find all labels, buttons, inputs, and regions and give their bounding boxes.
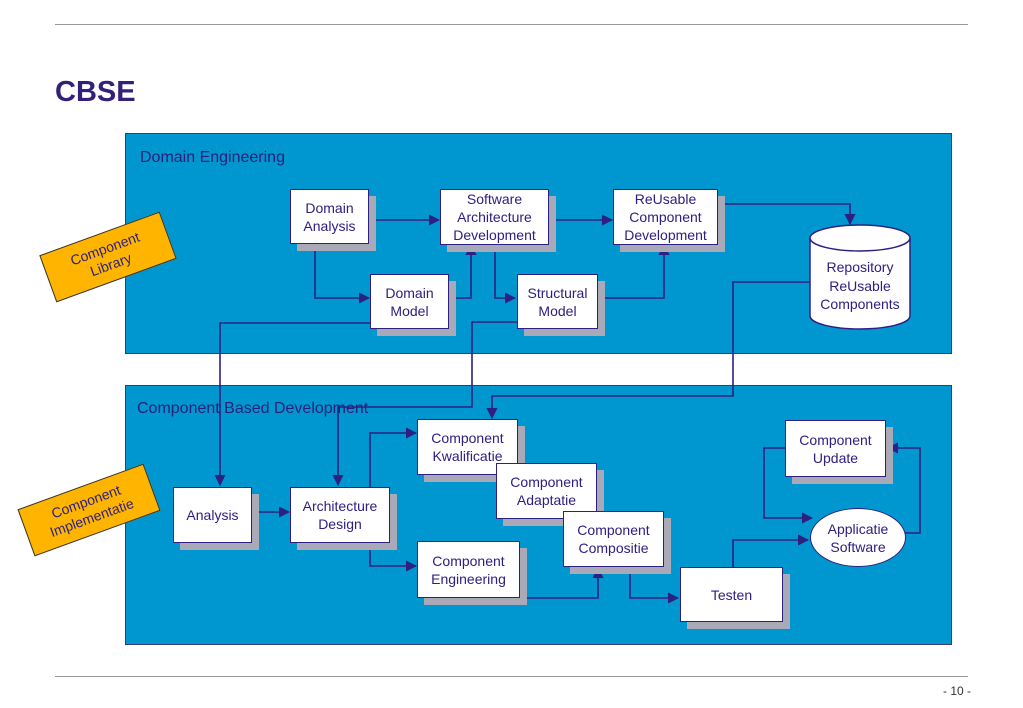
architecture-design-box: Architecture Design — [290, 487, 390, 543]
domain-model-line-2: Model — [390, 302, 429, 319]
reusable-component-line-1: ReUsable — [634, 191, 697, 207]
repository-line-3: Components — [820, 296, 900, 312]
testen-box: Testen — [680, 567, 783, 622]
component-kwalificatie-line-1: Component — [431, 430, 504, 446]
component-engineering-line-1: Component — [432, 552, 505, 569]
applicatie-software-line-2: Software — [830, 538, 886, 555]
domain-analysis-line-1: Domain — [305, 199, 354, 216]
architecture-design-line-1: Architecture — [302, 498, 378, 514]
domain-analysis-box: Domain Analysis — [290, 189, 369, 244]
analysis-line-1: Analysis — [186, 507, 239, 523]
component-compositie-line-1: Component — [577, 522, 650, 538]
structural-model-line-2: Model — [538, 302, 577, 319]
component-kwalificatie-box: Component Kwalificatie — [417, 419, 518, 475]
component-update-box: Component Update — [785, 420, 886, 477]
repository-line-2: ReUsable — [829, 277, 891, 294]
component-compositie-box: Component Compositie — [563, 511, 664, 567]
domain-engineering-title: Domain Engineering — [140, 149, 285, 166]
component-adaptatie-box: Component Adaptatie — [496, 463, 597, 519]
component-compositie-line-2: Compositie — [578, 540, 649, 556]
structural-model-box: Structural Model — [517, 274, 598, 329]
component-engineering-box: Component Engineering — [417, 541, 520, 598]
component-adaptatie-line-1: Component — [510, 474, 583, 490]
software-architecture-line-1: Software — [466, 191, 523, 207]
top-rule — [55, 24, 968, 25]
applicatie-software-line-1: Applicatie — [827, 520, 889, 537]
reusable-component-box: ReUsable Component Development — [613, 189, 718, 245]
repository-label: Repository ReUsable Components — [810, 258, 910, 314]
software-architecture-box: Software Architecture Development — [440, 189, 549, 245]
component-update-line-2: Update — [812, 449, 859, 466]
slide-title: CBSE — [55, 76, 136, 108]
repository-line-1: Repository — [826, 259, 894, 275]
component-engineering-line-2: Engineering — [431, 570, 506, 587]
bottom-rule — [55, 676, 968, 677]
analysis-box: Analysis — [173, 487, 252, 543]
component-kwalificatie-line-2: Kwalificatie — [432, 448, 503, 464]
repository-cylinder — [809, 224, 911, 330]
software-architecture-line-2: Architecture — [457, 209, 532, 225]
component-adaptatie-line-2: Adaptatie — [516, 492, 577, 508]
applicatie-software-ellipse: Applicatie Software — [810, 508, 906, 567]
architecture-design-line-2: Design — [318, 516, 362, 532]
software-architecture-line-3: Development — [453, 227, 536, 243]
page-number: - 10 - — [942, 684, 971, 698]
component-update-line-1: Component — [799, 431, 872, 448]
domain-model-box: Domain Model — [370, 274, 449, 329]
reusable-component-line-2: Component — [629, 209, 702, 225]
reusable-component-line-3: Development — [624, 227, 707, 243]
component-based-development-title: Component Based Development — [137, 400, 369, 417]
testen-line-1: Testen — [710, 586, 753, 603]
domain-analysis-line-2: Analysis — [303, 217, 356, 234]
domain-model-line-1: Domain — [385, 284, 434, 301]
structural-model-line-1: Structural — [527, 284, 588, 301]
